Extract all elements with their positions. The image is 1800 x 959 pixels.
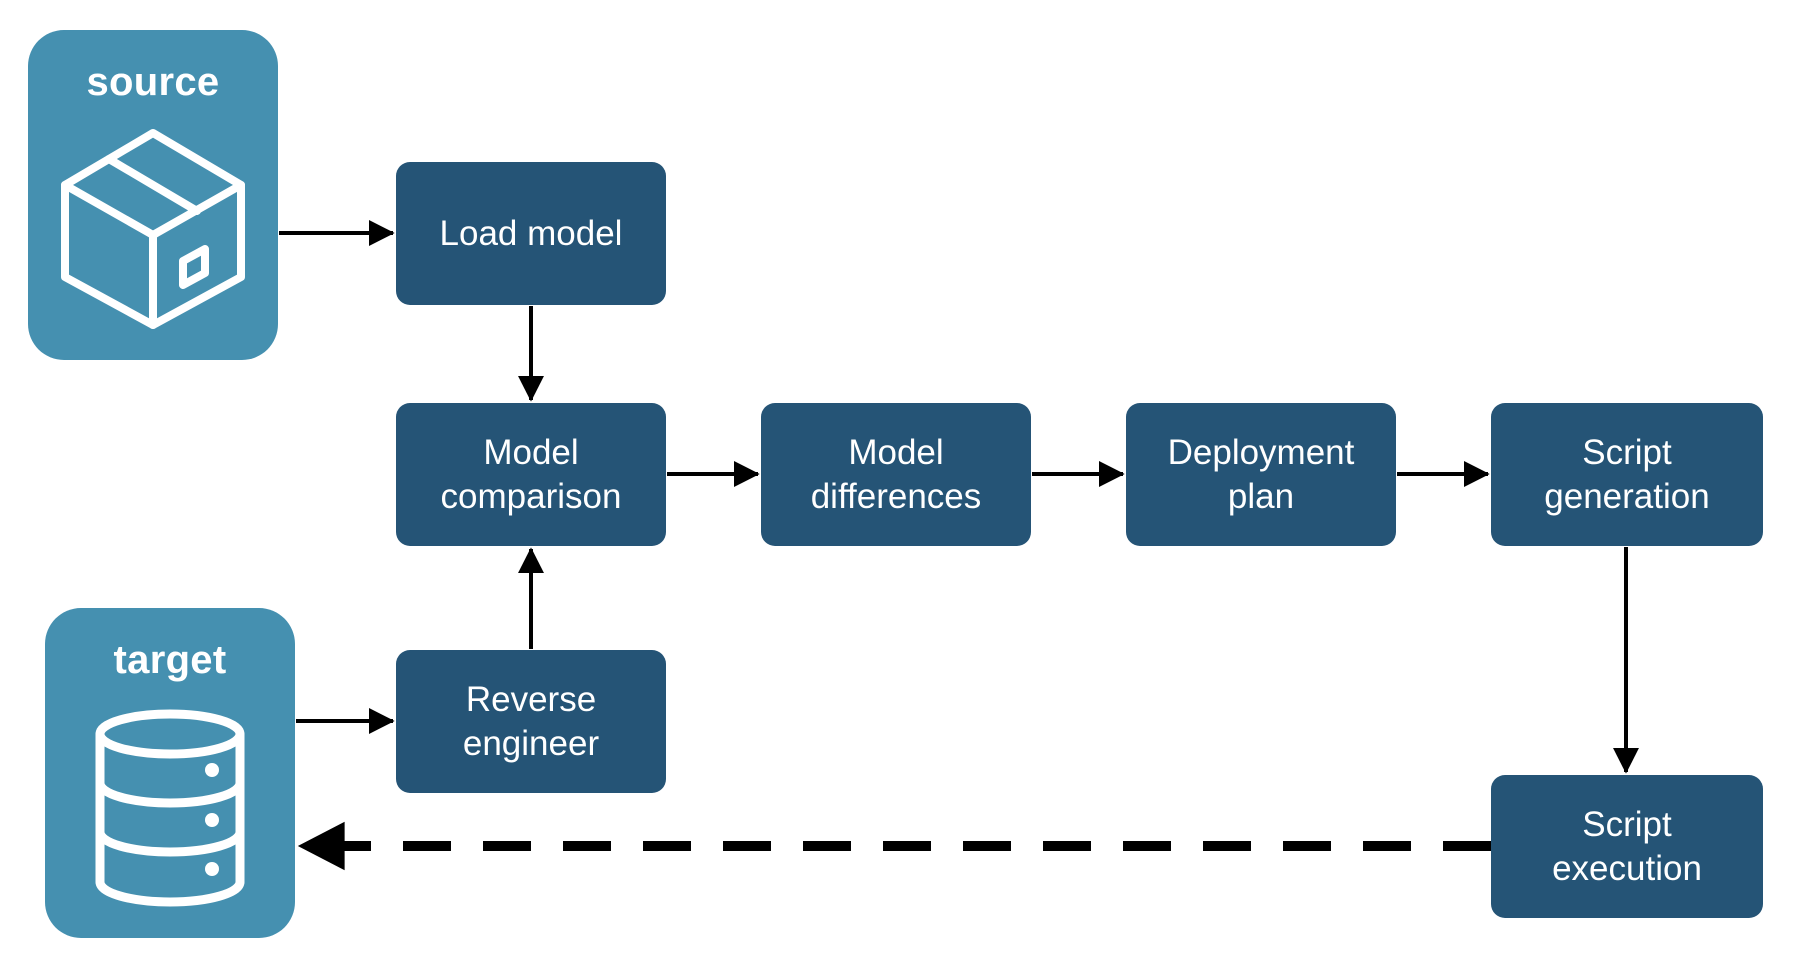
process-script-generation[interactable]: Script generation xyxy=(1491,403,1763,546)
endpoint-source[interactable]: source xyxy=(28,30,278,360)
process-load-model[interactable]: Load model xyxy=(396,162,666,305)
process-model-comparison-label: Model comparison xyxy=(440,432,622,516)
process-deployment-plan[interactable]: Deployment plan xyxy=(1126,403,1396,546)
endpoint-source-label: source xyxy=(86,60,220,104)
endpoint-target[interactable]: target xyxy=(45,608,295,938)
endpoint-target-label: target xyxy=(113,638,227,682)
process-reverse-engineer[interactable]: Reverse engineer xyxy=(396,650,666,793)
process-script-execution[interactable]: Script execution xyxy=(1491,775,1763,918)
database-cylinder-icon xyxy=(90,708,250,908)
process-script-generation-label: Script generation xyxy=(1544,432,1710,516)
package-box-icon xyxy=(53,125,253,330)
process-deployment-plan-label: Deployment plan xyxy=(1167,432,1355,516)
process-reverse-engineer-label: Reverse engineer xyxy=(462,679,600,763)
process-model-comparison[interactable]: Model comparison xyxy=(396,403,666,546)
process-model-differences[interactable]: Model differences xyxy=(761,403,1031,546)
process-model-differences-label: Model differences xyxy=(810,432,982,516)
process-script-execution-label: Script execution xyxy=(1552,804,1702,888)
process-load-model-label: Load model xyxy=(439,213,623,253)
